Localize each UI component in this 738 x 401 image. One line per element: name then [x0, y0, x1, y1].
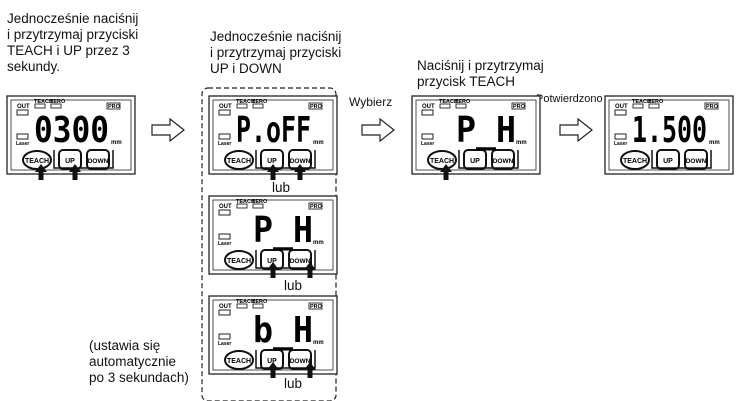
- svg-text:ZERO: ZERO: [455, 99, 471, 105]
- svg-text:mm: mm: [313, 340, 324, 346]
- step1-instruction: Jednocześnie naciśnij i przytrzymaj przy…: [7, 11, 139, 74]
- svg-text:mm: mm: [516, 140, 527, 146]
- device-poff: OUT TEACH ZERO PRO Laser mm P.oFF TEACH …: [208, 95, 338, 175]
- svg-text:TEACH: TEACH: [632, 99, 651, 105]
- svg-text:OUT: OUT: [219, 104, 232, 110]
- svg-text:TEACH: TEACH: [236, 199, 255, 205]
- svg-text:DOWN: DOWN: [88, 158, 109, 165]
- svg-text:Laser: Laser: [218, 141, 231, 147]
- svg-text:Laser: Laser: [218, 241, 231, 247]
- device-initial: OUT TEACH ZERO PRO Laser mm 0300 TEACH U…: [6, 95, 136, 175]
- svg-text:ZERO: ZERO: [252, 299, 268, 305]
- svg-text:TEACH: TEACH: [430, 158, 454, 165]
- device-confirmed: OUT TEACH ZERO PRO Laser mm 1.500 TEACH …: [604, 95, 734, 175]
- svg-text:mm: mm: [111, 140, 122, 146]
- svg-text:UP: UP: [663, 158, 673, 165]
- or-label-2: lub: [284, 278, 303, 293]
- svg-text:TEACH: TEACH: [227, 158, 251, 165]
- display-ph: P_H: [253, 210, 313, 251]
- device-result: OUT TEACH ZERO PRO Laser mm P_H TEACH UP…: [411, 95, 541, 175]
- svg-text:ZERO: ZERO: [50, 99, 66, 105]
- svg-text:UP: UP: [267, 358, 277, 365]
- svg-text:Laser: Laser: [16, 141, 29, 147]
- svg-text:DOWN: DOWN: [290, 158, 311, 165]
- device-ph: OUT TEACH ZERO PRO Laser mm P_H TEACH UP…: [208, 195, 338, 275]
- svg-text:UP: UP: [267, 258, 277, 265]
- svg-text:OUT: OUT: [615, 104, 628, 110]
- out-text: OUT: [17, 104, 30, 110]
- svg-text:ZERO: ZERO: [648, 99, 664, 105]
- svg-text:DOWN: DOWN: [493, 158, 514, 165]
- svg-text:OUT: OUT: [219, 204, 232, 210]
- svg-text:UP: UP: [267, 158, 277, 165]
- auto-note: (ustawia się automatycznie po 3 sekundac…: [89, 338, 189, 385]
- flow-arrow-3: [559, 118, 593, 142]
- step2-instruction: Jednocześnie naciśnij i przytrzymaj przy…: [210, 29, 342, 76]
- svg-text:Laser: Laser: [614, 141, 627, 147]
- svg-text:PRO: PRO: [310, 104, 323, 110]
- display-confirmed: 1.500: [632, 110, 707, 151]
- svg-text:PRO: PRO: [310, 204, 323, 210]
- svg-text:TEACH: TEACH: [236, 99, 255, 105]
- or-label-1: lub: [272, 180, 291, 195]
- select-label: Wybierz: [349, 95, 393, 109]
- svg-text:Laser: Laser: [421, 141, 434, 147]
- svg-text:TEACH: TEACH: [227, 258, 251, 265]
- svg-text:UP: UP: [470, 158, 480, 165]
- svg-text:TEACH: TEACH: [25, 158, 49, 165]
- device-bh: OUT TEACH ZERO PRO Laser mm b_H TEACH UP…: [208, 295, 338, 375]
- svg-text:TEACH: TEACH: [623, 158, 647, 165]
- svg-text:DOWN: DOWN: [686, 158, 707, 165]
- svg-text:ZERO: ZERO: [252, 99, 268, 105]
- confirm-label: Potwierdzono: [536, 93, 603, 105]
- display-poff: P.oFF: [236, 110, 311, 151]
- svg-text:mm: mm: [709, 140, 720, 146]
- svg-text:TEACH: TEACH: [34, 99, 53, 105]
- svg-text:PRO: PRO: [706, 104, 719, 110]
- svg-text:mm: mm: [313, 140, 324, 146]
- flow-arrow-2: [361, 118, 395, 142]
- display-initial: 0300: [34, 110, 109, 151]
- svg-text:TEACH: TEACH: [227, 358, 251, 365]
- svg-text:TEACH: TEACH: [439, 99, 458, 105]
- or-label-3: lub: [284, 376, 303, 391]
- svg-text:ZERO: ZERO: [252, 199, 268, 205]
- svg-text:OUT: OUT: [219, 304, 232, 310]
- svg-text:Laser: Laser: [218, 341, 231, 347]
- flow-arrow-1: [151, 118, 185, 142]
- svg-text:TEACH: TEACH: [236, 299, 255, 305]
- svg-text:mm: mm: [313, 240, 324, 246]
- step3-instruction: Naciśnij i przytrzymaj przycisk TEACH: [417, 58, 544, 89]
- svg-text:DOWN: DOWN: [290, 358, 311, 365]
- svg-text:PRO: PRO: [513, 104, 526, 110]
- svg-text:DOWN: DOWN: [290, 258, 311, 265]
- svg-text:OUT: OUT: [422, 104, 435, 110]
- svg-text:UP: UP: [65, 158, 75, 165]
- display-result-ph: P_H: [456, 110, 516, 151]
- svg-text:PRO: PRO: [108, 104, 121, 110]
- display-bh: b_H: [253, 310, 313, 351]
- svg-text:PRO: PRO: [310, 304, 323, 310]
